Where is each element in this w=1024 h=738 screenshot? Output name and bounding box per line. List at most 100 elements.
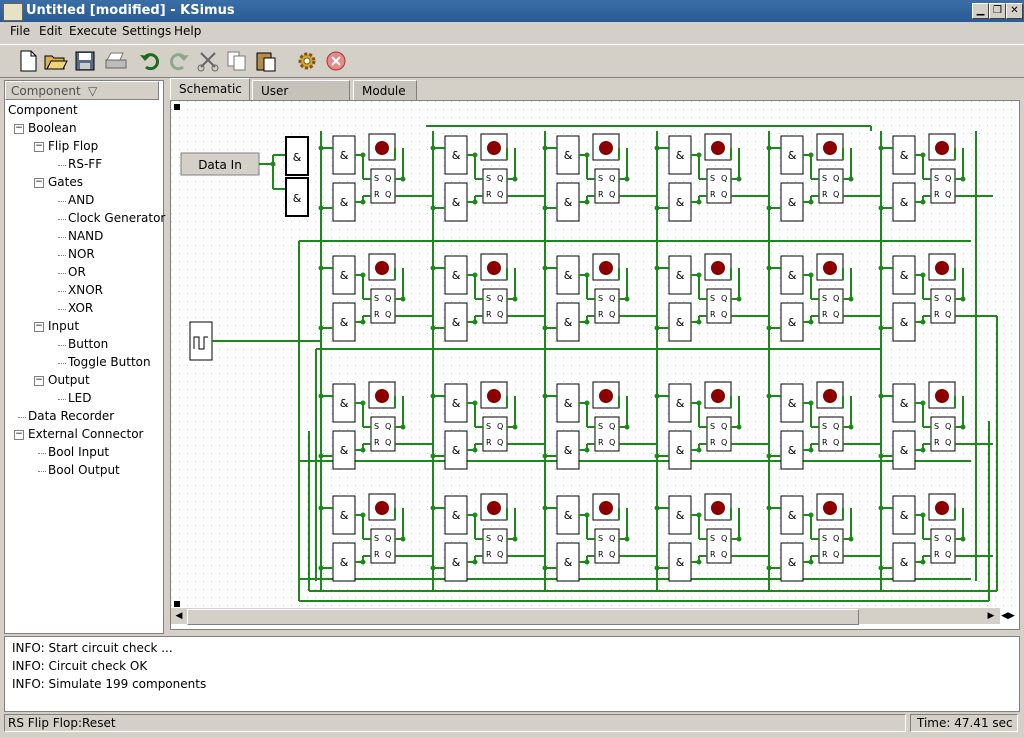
- settings-gear-icon[interactable]: [295, 49, 319, 73]
- scroll-right-page-icon[interactable]: ◀▶: [1001, 611, 1015, 621]
- tree-item[interactable]: LED: [68, 391, 92, 405]
- menu-execute[interactable]: Execute: [69, 24, 117, 38]
- rs-flip-flop: [482, 528, 508, 564]
- close-icon[interactable]: ✕: [1006, 3, 1023, 19]
- wire-junction: [654, 325, 660, 331]
- menu-settings[interactable]: Settings: [122, 24, 172, 38]
- tree-item[interactable]: Boolean: [28, 121, 77, 135]
- ff-s-label: S: [934, 534, 939, 543]
- wire-junction: [808, 512, 814, 518]
- wire-junction: [318, 453, 324, 459]
- tree-item[interactable]: RS-FF: [68, 157, 103, 171]
- wire-junction: [400, 536, 406, 542]
- tree-item[interactable]: Bool Output: [48, 463, 120, 477]
- maximize-icon[interactable]: ❐: [989, 3, 1006, 19]
- rs-flip-flop: [370, 528, 396, 564]
- menu-help[interactable]: Help: [174, 24, 202, 38]
- tree-item[interactable]: Clock Generator: [68, 211, 166, 225]
- menu-file[interactable]: File: [10, 24, 31, 38]
- tree-item[interactable]: AND: [68, 193, 95, 207]
- scroll-right-icon[interactable]: ▶: [987, 611, 995, 621]
- tree-collapse-icon[interactable]: −: [34, 375, 44, 386]
- horizontal-scrollbar[interactable]: ◀ ▶: [171, 608, 1000, 625]
- ff-q-label: Q: [609, 534, 615, 543]
- menu-edit[interactable]: Edit: [39, 24, 63, 38]
- led-indicator: [599, 261, 613, 275]
- and-gate-label: &: [676, 316, 685, 329]
- redo-icon[interactable]: [167, 49, 191, 73]
- tree-item[interactable]: OR: [68, 265, 86, 279]
- scroll-left-icon[interactable]: ◀: [175, 611, 183, 621]
- ff-s-label: S: [486, 422, 491, 431]
- led-indicator: [823, 501, 837, 515]
- ff-s-label: S: [822, 422, 827, 431]
- tree-item[interactable]: Output: [48, 373, 90, 387]
- ff-r-label: R: [598, 550, 604, 559]
- app-icon[interactable]: [3, 3, 23, 21]
- tree-collapse-icon[interactable]: −: [34, 177, 44, 188]
- wire-junction: [920, 272, 926, 278]
- ff-s-label: S: [934, 422, 939, 431]
- open-folder-icon[interactable]: [44, 49, 68, 73]
- rs-flip-flop: [706, 416, 732, 452]
- ff-r-label: R: [934, 310, 940, 319]
- tree-item[interactable]: Button: [68, 337, 109, 351]
- rs-flip-flop: [482, 416, 508, 452]
- component-panel-header[interactable]: Component ▽: [5, 81, 159, 100]
- tree-item[interactable]: Bool Input: [48, 445, 110, 459]
- tree-item[interactable]: Data Recorder: [28, 409, 115, 423]
- ff-qbar-label: Q: [721, 190, 727, 199]
- wire-junction: [960, 176, 966, 182]
- copy-icon[interactable]: [225, 49, 249, 73]
- ff-qbar-label: Q: [385, 550, 391, 559]
- wire-junction: [696, 447, 702, 453]
- tree-collapse-icon[interactable]: −: [34, 321, 44, 332]
- wire-junction: [766, 393, 772, 399]
- ff-q-label: Q: [497, 294, 503, 303]
- tree-item[interactable]: Gates: [48, 175, 83, 189]
- tree-connector: [38, 471, 46, 472]
- minimize-icon[interactable]: ▁: [972, 3, 989, 19]
- wire-junction: [584, 199, 590, 205]
- tree-item[interactable]: Toggle Button: [68, 355, 151, 369]
- scrollbar-thumb[interactable]: [187, 609, 859, 625]
- tab-schematic[interactable]: Schematic: [170, 78, 250, 101]
- led-indicator: [375, 141, 389, 155]
- tree-item[interactable]: Input: [48, 319, 80, 333]
- rs-flip-flop: [706, 288, 732, 324]
- ff-qbar-label: Q: [945, 190, 951, 199]
- wire-junction: [542, 393, 548, 399]
- tree-item[interactable]: External Connector: [28, 427, 144, 441]
- cut-icon[interactable]: [196, 49, 220, 73]
- component-header-label: Component: [11, 84, 81, 98]
- stop-icon[interactable]: [324, 49, 348, 73]
- tree-item[interactable]: Component: [8, 103, 78, 117]
- new-file-icon[interactable]: [16, 49, 40, 73]
- and-gate-label: &: [676, 196, 685, 209]
- tree-item[interactable]: NAND: [68, 229, 104, 243]
- ff-q-label: Q: [721, 294, 727, 303]
- and-gate-label: &: [900, 196, 909, 209]
- wire-junction: [624, 536, 630, 542]
- wire-junction: [360, 559, 366, 565]
- save-icon[interactable]: [73, 49, 97, 73]
- paste-icon[interactable]: [254, 49, 278, 73]
- wire-junction: [878, 393, 884, 399]
- tree-collapse-icon[interactable]: −: [14, 123, 24, 134]
- tab-module[interactable]: Module: [353, 80, 417, 101]
- ff-q-label: Q: [609, 294, 615, 303]
- tree-collapse-icon[interactable]: −: [14, 429, 24, 440]
- tree-item[interactable]: NOR: [68, 247, 95, 261]
- tree-collapse-icon[interactable]: −: [34, 141, 44, 152]
- tab-user-interface[interactable]: User Interface: [252, 80, 350, 118]
- and-gate-label: &: [676, 397, 685, 410]
- tree-item[interactable]: XNOR: [68, 283, 103, 297]
- tree-connector: [58, 165, 66, 166]
- print-icon[interactable]: [104, 49, 128, 73]
- tree-item[interactable]: XOR: [68, 301, 94, 315]
- wire-junction: [696, 152, 702, 158]
- rs-flip-flop: [818, 528, 844, 564]
- tree-item[interactable]: Flip Flop: [48, 139, 99, 153]
- undo-icon[interactable]: [138, 49, 162, 73]
